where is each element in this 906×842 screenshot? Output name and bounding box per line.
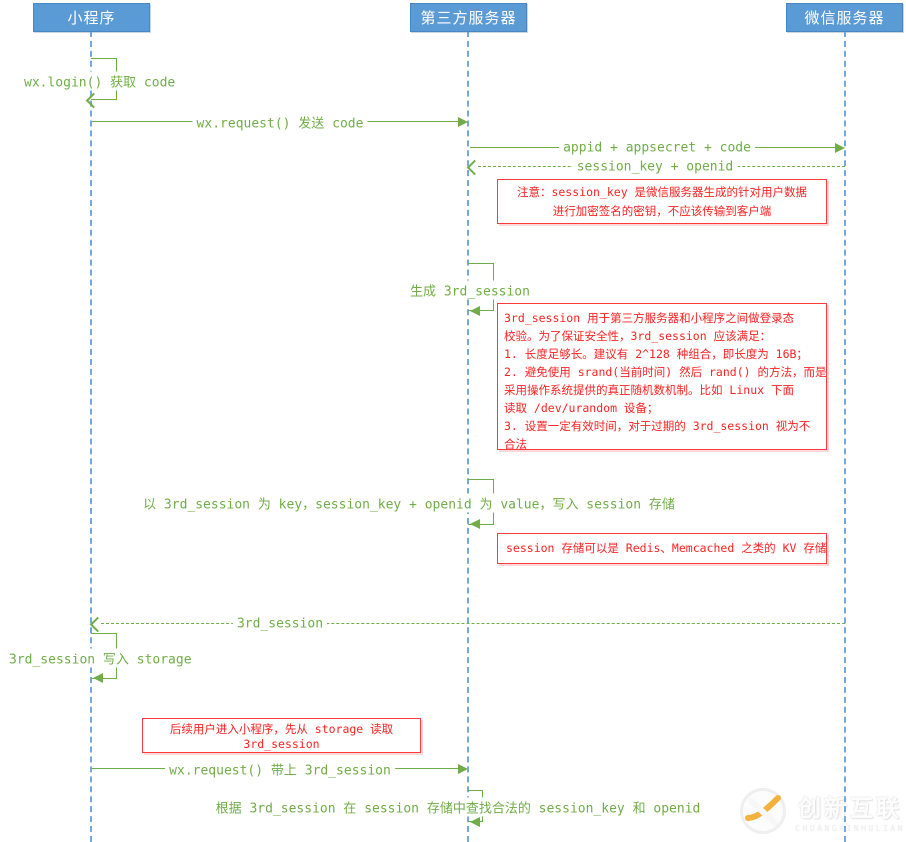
note-line: 读取 /dev/urandom 设备；	[504, 401, 659, 415]
lifeline-wechat-server	[844, 31, 846, 842]
watermark-text: 创新互联 CHUANGXINHULIAN	[795, 789, 905, 833]
lifeline-miniprogram	[90, 31, 92, 842]
note-storage-read: 后续用户进入小程序，先从 storage 读取 3rd_session	[142, 718, 421, 753]
actor-thirdparty-server: 第三方服务器	[410, 3, 527, 32]
label-session-return: 3rd_session	[232, 616, 328, 632]
note-line: 采用操作系统提供的真正随机数机制。比如 Linux 下面	[504, 383, 794, 397]
watermark-brand: 创新互联 CHUANGXINHULIAN	[739, 787, 905, 835]
note-line: 进行加密签名的密钥，不应该传输到客户端	[552, 204, 772, 218]
label-lookup-session: 根据 3rd_session 在 session 存储中查找合法的 sessio…	[211, 797, 705, 817]
open-arrowhead-left-icon	[466, 159, 483, 176]
note-line: 合法	[504, 437, 527, 450]
brand-subtitle: CHUANGXINHULIAN	[795, 824, 905, 833]
note-line: 校验。为了保证安全性，3rd_session 应该满足：	[504, 329, 772, 343]
note-session-key-warning: 注意：session_key 是微信服务器生成的针对用户数据 进行加密签名的密钥…	[497, 179, 827, 224]
filled-arrowhead-right-icon	[458, 117, 468, 127]
note-line: session 存储可以是 Redis、Memcached 之类的 KV 存储	[506, 541, 827, 555]
note-3rd-session-rules: 3rd_session 用于第三方服务器和小程序之间做登录态 校验。为了保证安全…	[497, 303, 827, 450]
note-line: 后续用户进入小程序，先从 storage 读取	[169, 722, 394, 736]
note-line: 注意：session_key 是微信服务器生成的针对用户数据	[516, 185, 808, 199]
brand-name: 创新互联	[798, 796, 903, 822]
label-appid: appid + appsecret + code	[559, 140, 755, 156]
label-gen-session: 生成 3rd_session	[406, 280, 534, 300]
filled-arrowhead-left-icon	[470, 306, 480, 316]
label-session-key-return: session_key + openid	[572, 159, 738, 175]
label-request-session: wx.request() 带上 3rd_session	[165, 759, 395, 779]
label-write-storage: 3rd_session 写入 storage	[5, 648, 196, 668]
label-wx-login: wx.login() 获取 code	[20, 71, 180, 91]
filled-arrowhead-left-icon	[470, 519, 480, 529]
note-line: 1. 长度足够长。建议有 2^128 种组合，即长度为 16B；	[504, 347, 808, 361]
note-line: 2. 避免使用 srand(当前时间) 然后 rand() 的方法，而是	[504, 365, 827, 379]
note-line: 3rd_session	[243, 737, 320, 751]
message-line-session-return	[101, 623, 845, 624]
filled-arrowhead-left-icon	[93, 673, 103, 683]
filled-arrowhead-right-icon	[835, 143, 845, 153]
label-write-session: 以 3rd_session 为 key，session_key + openid…	[139, 493, 679, 513]
note-line: 3rd_session 用于第三方服务器和小程序之间做登录态	[504, 311, 795, 325]
note-line: 3. 设置一定有效时间，对于过期的 3rd_session 视为不	[504, 419, 811, 433]
filled-arrowhead-left-icon	[470, 817, 480, 827]
label-request-code: wx.request() 发送 code	[192, 112, 368, 132]
brand-logo-icon	[740, 788, 787, 834]
note-kv-storage: session 存储可以是 Redis、Memcached 之类的 KV 存储	[497, 533, 827, 564]
actor-miniprogram: 小程序	[33, 3, 150, 32]
actor-wechat-server: 微信服务器	[786, 3, 903, 32]
open-arrowhead-left-icon	[89, 616, 106, 633]
lifeline-thirdparty-server	[467, 31, 469, 842]
filled-arrowhead-right-icon	[458, 764, 468, 774]
